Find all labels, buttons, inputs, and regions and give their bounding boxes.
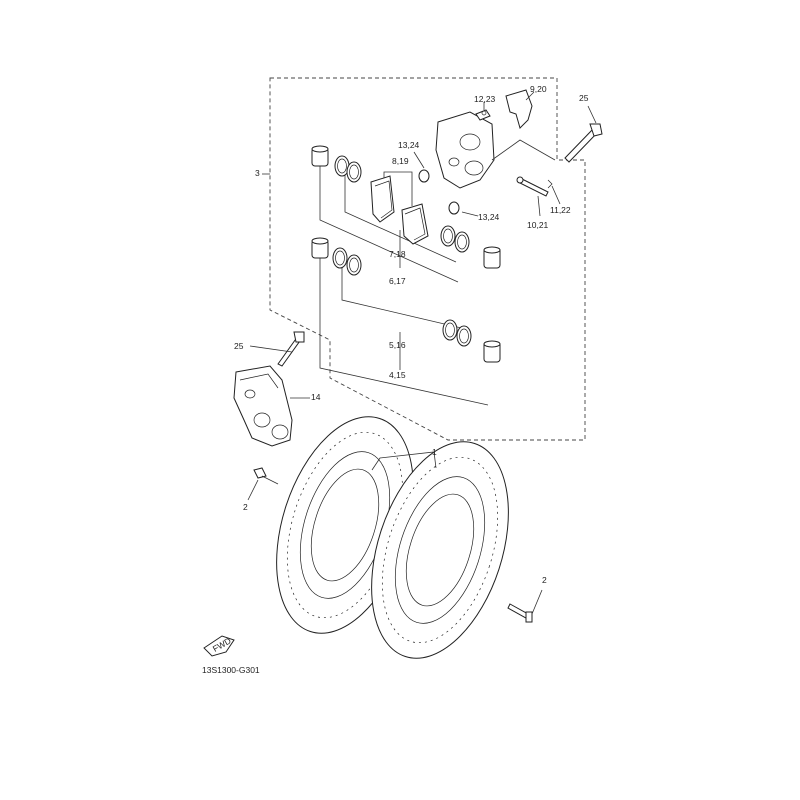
callout-13-24-upper: 13,24 <box>398 140 420 150</box>
forward-arrow-icon: FWD <box>203 635 235 657</box>
pin-clip <box>547 179 553 189</box>
callout-12-23: 12,23 <box>474 94 496 104</box>
callout-7-18: 7,18 <box>389 249 406 259</box>
mounting-bolt-upper <box>564 105 603 163</box>
callout-3: 3 <box>255 168 260 178</box>
diagram-code: 13S1300-G301 <box>202 665 260 675</box>
caliper-body-upper <box>435 111 556 189</box>
callout-13-24-lower: 13,24 <box>478 212 500 222</box>
callout-4-15: 4,15 <box>389 370 406 380</box>
caliper-assembly <box>233 365 310 447</box>
callout-25-upper: 25 <box>579 93 589 103</box>
brake-pad <box>370 175 395 223</box>
callout-8-19: 8,19 <box>392 156 409 166</box>
piston-seal-group-lower <box>311 237 501 406</box>
piston-seal-group-upper <box>311 145 501 283</box>
callout-11-22: 11,22 <box>550 205 571 215</box>
disc-bolt-right <box>507 589 543 623</box>
cap <box>418 169 430 183</box>
disc-bolt-left <box>247 467 279 501</box>
callout-2-right: 2 <box>542 575 547 585</box>
cap <box>448 201 460 215</box>
callout-9-20: 9,20 <box>530 84 547 94</box>
callout-2-left: 2 <box>243 502 248 512</box>
callout-5-16: 5,16 <box>389 340 406 350</box>
brake-disc-front <box>371 441 509 659</box>
callout-10-21: 10,21 <box>527 220 549 230</box>
callout-14: 14 <box>311 392 321 402</box>
callout-1: 1 <box>432 447 437 457</box>
callout-6-17: 6,17 <box>389 276 406 286</box>
mounting-bolt-lower <box>249 331 305 367</box>
pad-spring <box>505 89 533 129</box>
caliper-kit-boundary <box>269 77 586 441</box>
callout-25-lower: 25 <box>234 341 244 351</box>
